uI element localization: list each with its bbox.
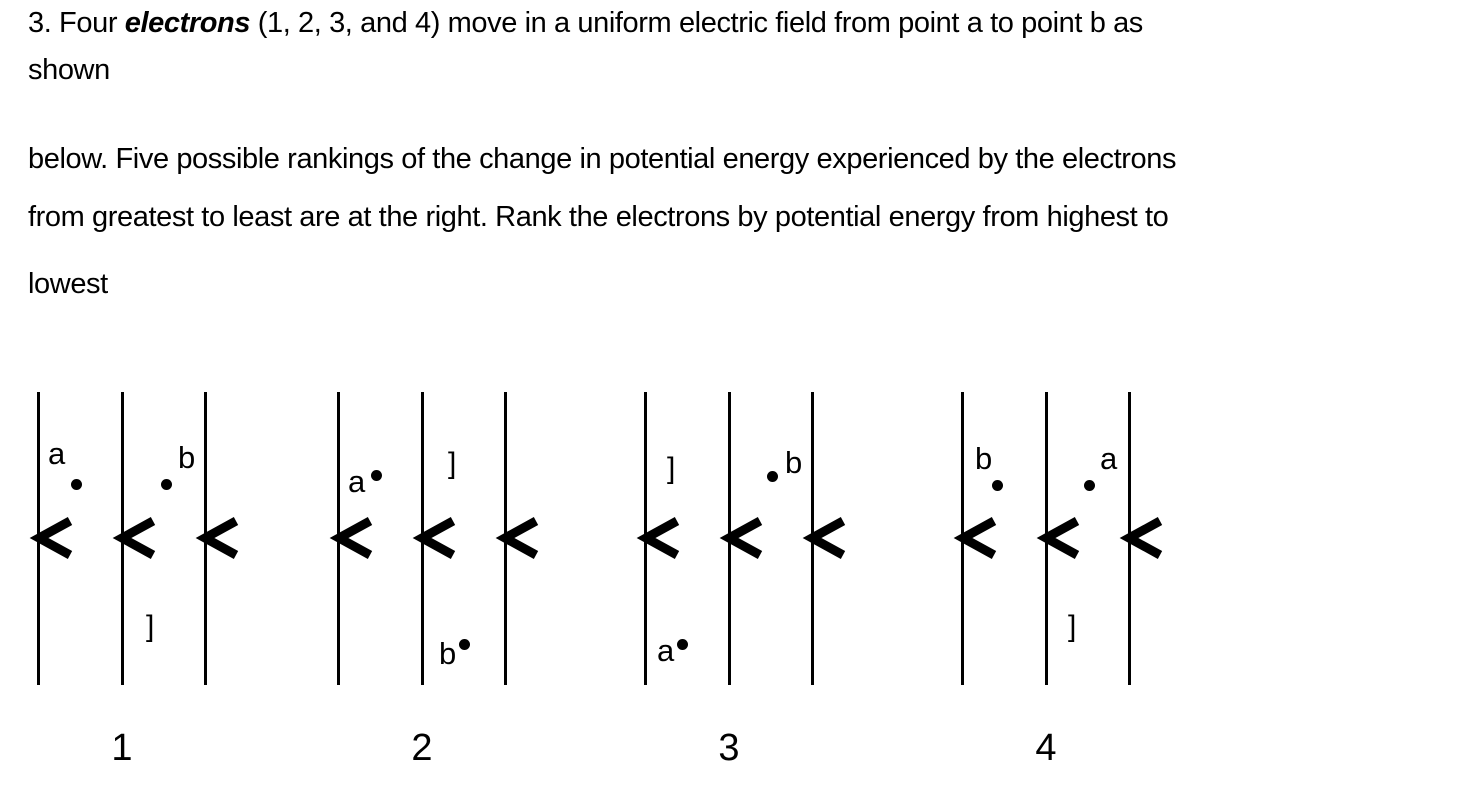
left-arrowhead-icon (636, 517, 680, 559)
field-diagram-2: a ] b 2 (329, 392, 539, 772)
bracket-mark: ] (448, 447, 457, 480)
point-b-label: b (178, 440, 196, 475)
left-arrowhead-icon (329, 517, 373, 559)
point-a-dot (677, 639, 688, 650)
figure-number-1: 1 (111, 727, 133, 769)
problem-line-1-suffix: (1, 2, 3, and 4) move in a uniform elect… (250, 7, 1144, 39)
left-arrowhead-icon (719, 517, 763, 559)
figure-number-4: 4 (1035, 727, 1057, 769)
point-b-dot (992, 480, 1003, 491)
figure-number-3: 3 (718, 727, 740, 769)
point-a-dot (371, 470, 382, 481)
point-b-label: b (785, 445, 803, 480)
figure-number-2: 2 (411, 727, 433, 769)
bracket-mark: ] (667, 452, 676, 485)
point-a-label: a (48, 436, 66, 471)
left-arrowhead-icon (802, 517, 846, 559)
point-b-dot (161, 479, 172, 490)
problem-line-3: below. Five possible rankings of the cha… (28, 143, 1177, 175)
field-diagram-1: a b ] 1 (29, 392, 239, 772)
problem-line-1: 3. Four electrons (1, 2, 3, and 4) move … (28, 9, 1143, 38)
left-arrowhead-icon (112, 517, 156, 559)
left-arrowhead-icon (1036, 517, 1080, 559)
problem-line-4: from greatest to least are at the right.… (28, 201, 1169, 233)
problem-line-1-emphasis: electrons (124, 7, 251, 39)
left-arrowhead-icon (1119, 517, 1163, 559)
problem-line-5: lowest (28, 268, 108, 300)
point-b-dot (767, 471, 778, 482)
point-a-dot (1084, 480, 1095, 491)
field-diagram-3: ] b a 3 (636, 392, 846, 772)
left-arrowhead-icon (29, 517, 73, 559)
point-b-label: b (439, 636, 457, 671)
left-arrowhead-icon (195, 517, 239, 559)
point-a-label: a (348, 464, 366, 499)
left-arrowhead-icon (495, 517, 539, 559)
field-diagram-4: b a ] 4 (953, 392, 1163, 772)
problem-line-1-prefix: 3. Four (28, 7, 125, 39)
point-a-dot (71, 479, 82, 490)
point-a-label: a (1100, 441, 1118, 476)
problem-line-2: shown (28, 54, 110, 86)
left-arrowhead-icon (412, 517, 456, 559)
point-b-dot (459, 639, 470, 650)
left-arrowhead-icon (953, 517, 997, 559)
point-a-label: a (657, 633, 675, 668)
bracket-mark: ] (1068, 610, 1077, 643)
point-b-label: b (975, 441, 993, 476)
bracket-mark: ] (146, 610, 155, 643)
